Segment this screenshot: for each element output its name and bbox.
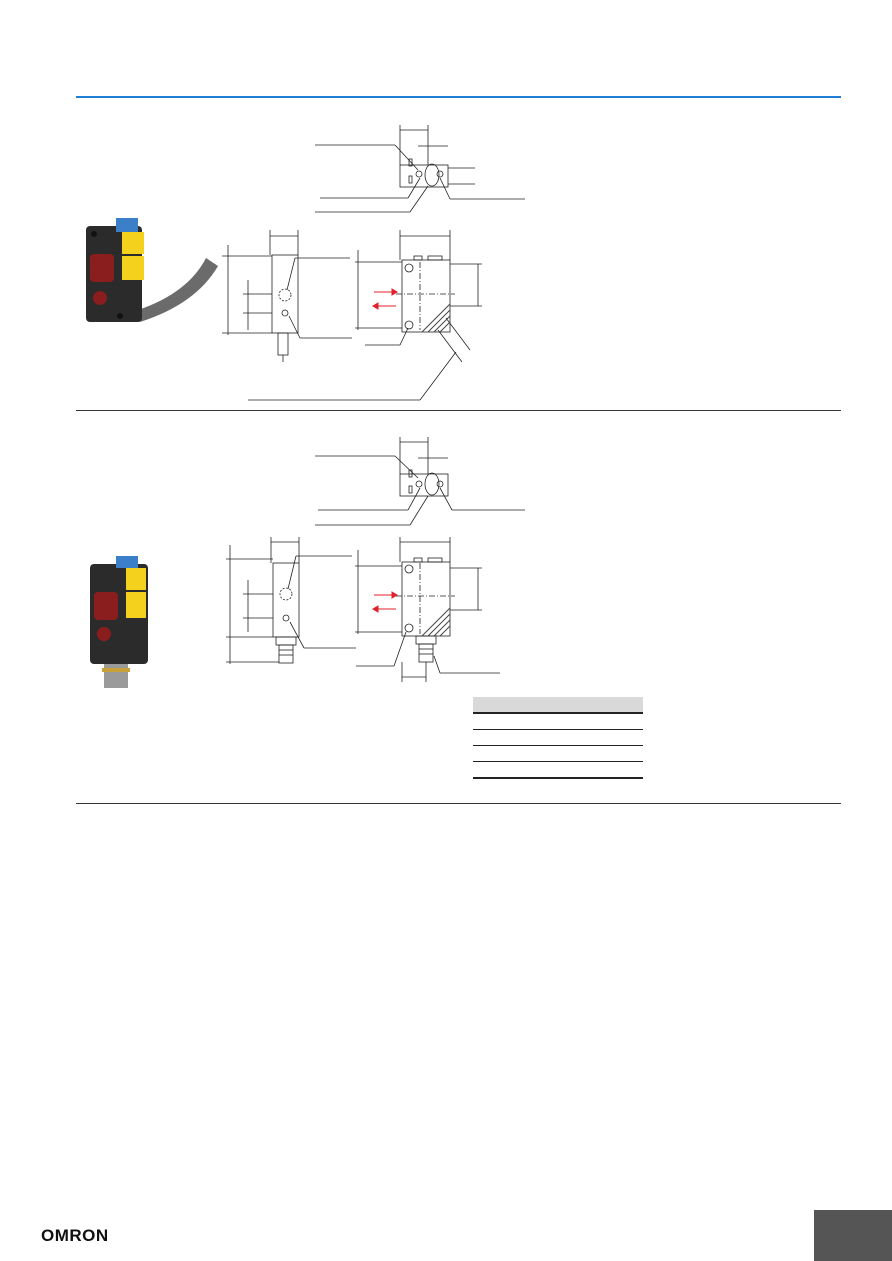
page-corner-tab (814, 1210, 892, 1261)
pin-table (473, 697, 643, 779)
table-row (473, 745, 643, 762)
drawing-cable-type (222, 125, 525, 401)
table-row (473, 713, 643, 730)
section-divider-1 (76, 410, 841, 411)
sensor-photo-cable (86, 218, 218, 322)
drawing-connector-type (226, 437, 525, 682)
table-row (473, 729, 643, 746)
sensor-photo-connector (90, 556, 148, 688)
top-rule (76, 96, 841, 98)
omron-logo: OMRON (41, 1226, 109, 1245)
table-row (473, 761, 643, 779)
section-divider-2 (76, 803, 841, 804)
table-header-row (473, 697, 643, 714)
